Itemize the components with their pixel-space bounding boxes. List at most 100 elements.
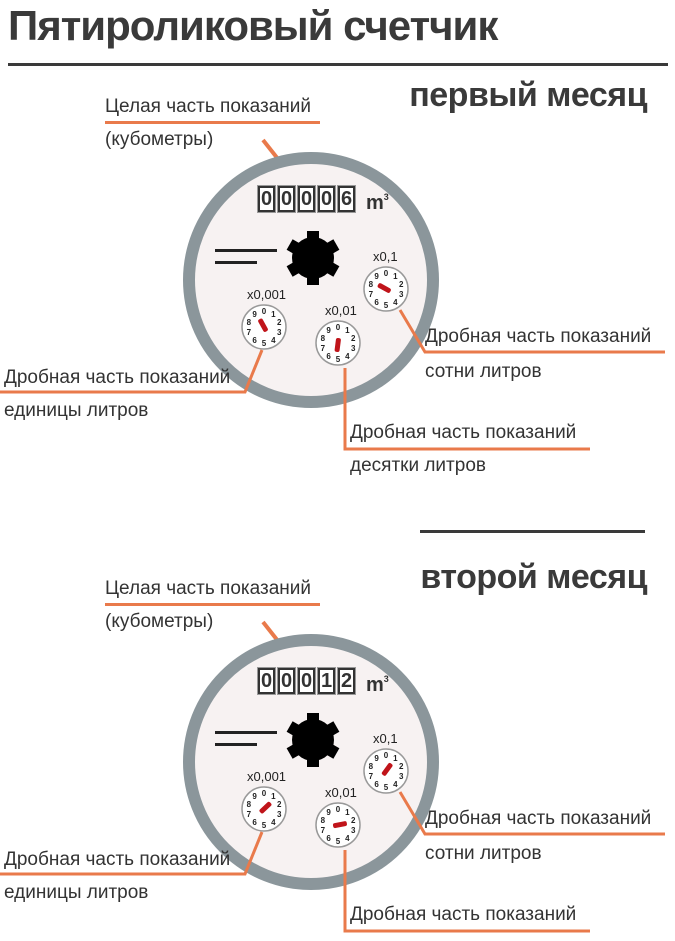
dial-number: 6	[374, 780, 379, 789]
counter-digit: 0	[317, 185, 336, 213]
hundreds-label: Дробная часть показаний	[425, 326, 652, 347]
month-heading: второй месяц	[420, 558, 647, 596]
dial-number: 5	[336, 355, 341, 364]
month-heading: первый месяц	[409, 76, 647, 114]
dial-number: 2	[277, 318, 282, 327]
dial-number: 5	[384, 301, 389, 310]
dial-number: 1	[271, 792, 276, 801]
dial-number: 4	[393, 780, 398, 789]
counter-digit: 0	[297, 185, 316, 213]
tens-label: Дробная часть показаний	[350, 904, 577, 925]
counter-digit: 6	[337, 185, 356, 213]
callout-underline	[105, 603, 320, 606]
integer-sublabel: (кубометры)	[105, 129, 214, 150]
dial-number: 0	[262, 789, 267, 798]
dial-number: 6	[252, 336, 257, 345]
dial-number: 4	[393, 298, 398, 307]
hundreds-sublabel: сотни литров	[425, 843, 542, 864]
dial-number: 8	[369, 280, 374, 289]
unit-label: m3	[366, 674, 389, 697]
dial-number: 4	[271, 818, 276, 827]
dial-number: 2	[399, 762, 404, 771]
unit-text: m	[366, 192, 384, 214]
dial-number: 9	[252, 792, 257, 801]
dial-number: 8	[369, 762, 374, 771]
dial-number: 7	[247, 810, 252, 819]
dial-number: 8	[321, 334, 326, 343]
dial-number: 9	[326, 808, 331, 817]
integer-sublabel: (кубометры)	[105, 611, 214, 632]
gear-icon	[286, 713, 340, 767]
dial-multiplier: x0,01	[325, 303, 357, 318]
dial-number: 2	[399, 280, 404, 289]
dial-number: 7	[369, 772, 374, 781]
dial-number: 2	[351, 816, 356, 825]
dial-number: 0	[262, 307, 267, 316]
counter-digit: 0	[277, 185, 296, 213]
dial-number: 3	[351, 344, 356, 353]
dial-number: 1	[393, 754, 398, 763]
dial-number: 9	[374, 272, 379, 281]
dial-number: 6	[252, 818, 257, 827]
marking-line	[215, 249, 277, 252]
dial-number: 6	[326, 352, 331, 361]
dial-number: 1	[345, 808, 350, 817]
counter-digit: 1	[317, 667, 336, 695]
dial-number: 6	[326, 834, 331, 843]
counter-digit: 0	[297, 667, 316, 695]
dial-needle	[381, 763, 393, 776]
dial-number: 6	[374, 298, 379, 307]
integer-label: Целая часть показаний	[105, 578, 311, 599]
marking-line	[215, 731, 277, 734]
dial-number: 9	[252, 310, 257, 319]
unit-text: m	[366, 674, 384, 696]
dial-number: 8	[247, 800, 252, 809]
dial-number: 2	[277, 800, 282, 809]
unit-label: m3	[366, 192, 389, 215]
dial-needle	[258, 318, 268, 332]
unit-sup: 3	[383, 674, 389, 684]
dial-number: 5	[262, 339, 267, 348]
dial-multiplier: x0,001	[247, 769, 287, 784]
tens-sublabel: десятки литров	[350, 455, 486, 476]
tens-label: Дробная часть показаний	[350, 422, 577, 443]
marking-line	[215, 743, 257, 746]
callout-lines	[0, 791, 665, 933]
dial-number: 0	[384, 269, 389, 278]
units-label: Дробная часть показаний	[4, 367, 231, 388]
dial-number: 0	[336, 323, 341, 332]
dial-number: 3	[399, 290, 404, 299]
dial-number: 1	[271, 310, 276, 319]
units-sublabel: единицы литров	[4, 882, 149, 903]
dial-number: 3	[351, 826, 356, 835]
counter-digit: 0	[257, 185, 276, 213]
dial-needle	[332, 821, 347, 829]
marking-line	[215, 261, 257, 264]
section-divider	[420, 530, 645, 533]
dial-number: 0	[384, 751, 389, 760]
dial-number: 4	[271, 336, 276, 345]
dial-number: 9	[326, 326, 331, 335]
dial-needle	[334, 337, 341, 353]
dial-number: 7	[369, 290, 374, 299]
dial-multiplier: x0,001	[247, 287, 287, 302]
page-title: Пятироликовый счетчик	[8, 2, 498, 49]
dial-number: 5	[336, 837, 341, 846]
counter-digit: 0	[257, 667, 276, 695]
dial-number: 8	[247, 318, 252, 327]
dial-number: 2	[351, 334, 356, 343]
counter-digit: 0	[277, 667, 296, 695]
dial-needle	[377, 283, 391, 293]
dial-number: 7	[321, 344, 326, 353]
title-divider	[8, 63, 668, 66]
hundreds-label: Дробная часть показаний	[425, 808, 652, 829]
dial-number: 3	[277, 328, 282, 337]
